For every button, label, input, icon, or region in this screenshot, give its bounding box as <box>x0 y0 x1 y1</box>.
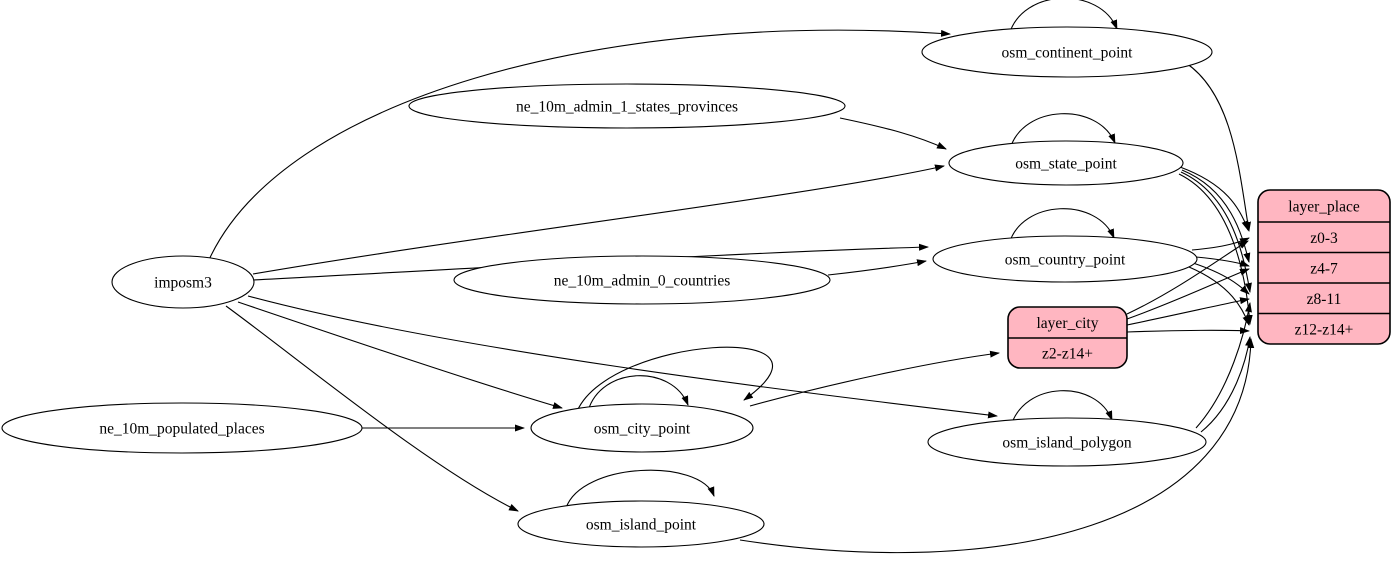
node-imposm3: imposm3 <box>111 255 255 309</box>
edge-layer_city-to-layer_place-z0-3 <box>1126 240 1249 315</box>
node-ne_10m_admin_0_countries: ne_10m_admin_0_countries <box>453 255 831 305</box>
edge-osm_country_point-to-layer_place-z8-11 <box>1192 262 1250 295</box>
node-shape-osm_island_polygon <box>927 417 1207 467</box>
edge-osm_island_polygon-to-layer_place-z12-z14+ <box>1200 336 1253 433</box>
node-shape-ne_10m_admin_1_states_provinces <box>408 83 846 129</box>
node-label-imposm3: imposm3 <box>154 275 212 292</box>
edge-osm_country_point-to-layer_place-z12-z14+ <box>1188 266 1250 326</box>
node-label-osm_country_point: osm_country_point <box>1005 252 1126 269</box>
node-osm_island_polygon: osm_island_polygon <box>927 417 1207 467</box>
record-header-layer_place: layer_place <box>1288 199 1360 216</box>
record-layer_city: layer_city z2-z14+ <box>1007 306 1128 369</box>
edge-imposm3-to-osm_island_polygon <box>247 295 998 419</box>
node-label-osm_state_point: osm_state_point <box>1015 156 1117 173</box>
record-row-layer_city-z2-z14+: z2-z14+ <box>1042 346 1093 363</box>
edge-osm_island_point-to-layer_place-z12-z14+ <box>739 338 1255 554</box>
edge-layer_city-to-layer_place-z8-11 <box>1126 297 1250 326</box>
edge-imposm3-to-osm_island_point <box>225 305 519 512</box>
node-osm_country_point: osm_country_point <box>932 235 1198 283</box>
record-header-layer_city: layer_city <box>1037 315 1099 332</box>
node-label-ne_10m_admin_1_states_provinces: ne_10m_admin_1_states_provinces <box>516 99 738 116</box>
self-loop-osm_city_point <box>587 375 689 412</box>
records-layer: layer_place z0-3 z4-7 z8-11 z12-z14+ layer_ci… <box>1007 189 1391 369</box>
node-label-osm_continent_point: osm_continent_point <box>1002 45 1134 62</box>
node-osm_state_point: osm_state_point <box>948 140 1184 186</box>
edge-ne_10m_admin_1_states_provinces-to-osm_state_point <box>839 117 947 150</box>
edge-imposm3-to-osm_city_point <box>237 301 563 409</box>
self-loop-osm_island_polygon <box>1010 390 1113 427</box>
edge-layer_city-to-layer_place-z12-z14+ <box>1126 327 1250 335</box>
self-loop-osm_island_point <box>565 469 715 509</box>
edge-osm_island_polygon-to-layer_place-z8-11 <box>1195 302 1252 429</box>
record-row-layer_place-z8-11: z8-11 <box>1307 291 1342 308</box>
self-loop-osm_country_point <box>1008 208 1115 245</box>
edge-imposm3-to-osm_continent_point <box>207 29 951 263</box>
self-loop-osm_continent_point <box>1008 0 1118 36</box>
self-loop-osm_city_point-2 <box>575 346 774 415</box>
node-shape-osm_state_point <box>948 140 1184 186</box>
node-label-osm_city_point: osm_city_point <box>594 421 691 438</box>
nodes-layer: imposm3 ne_10m_admin_1_states_provincesne… <box>1 26 1213 548</box>
node-shape-imposm3 <box>111 255 255 309</box>
record-row-layer_place-z12-z14+: z12-z14+ <box>1295 321 1354 338</box>
edge-osm_country_point-to-layer_place-z0-3 <box>1191 237 1250 251</box>
node-shape-osm_country_point <box>932 235 1198 283</box>
node-shape-ne_10m_populated_places <box>1 402 363 454</box>
node-osm_continent_point: osm_continent_point <box>921 26 1213 78</box>
edge-osm_state_point-to-layer_place-z4-7 <box>1181 169 1251 263</box>
edge-osm_city_point-to-layer_city-z2-z14+ <box>749 350 1000 407</box>
node-osm_island_point: osm_island_point <box>517 500 765 548</box>
edge-layer_city-to-layer_place-z4-7 <box>1126 268 1250 320</box>
edge-imposm3-to-osm_state_point <box>252 164 945 275</box>
record-row-layer_place-z0-3: z0-3 <box>1310 230 1338 247</box>
node-label-osm_island_point: osm_island_point <box>586 517 697 534</box>
edge-osm_state_point-to-layer_place-z8-11 <box>1180 171 1252 293</box>
node-shape-osm_city_point <box>530 403 754 453</box>
edges-layer <box>207 0 1255 554</box>
node-label-ne_10m_populated_places: ne_10m_populated_places <box>99 421 264 438</box>
record-layer_place: layer_place z0-3 z4-7 z8-11 z12-z14+ <box>1257 189 1391 345</box>
record-row-layer_place-z4-7: z4-7 <box>1310 260 1338 277</box>
edge-osm_state_point-to-layer_place-z0-3 <box>1179 166 1249 231</box>
node-label-ne_10m_admin_0_countries: ne_10m_admin_0_countries <box>554 273 731 290</box>
node-shape-ne_10m_admin_0_countries <box>453 255 831 305</box>
node-ne_10m_populated_places: ne_10m_populated_places <box>1 402 363 454</box>
node-osm_city_point: osm_city_point <box>530 403 754 453</box>
node-label-osm_island_polygon: osm_island_polygon <box>1002 435 1131 452</box>
edge-ne_10m_admin_0_countries-to-osm_country_point <box>827 259 927 276</box>
node-shape-osm_continent_point <box>921 26 1213 78</box>
self-loop-osm_state_point <box>1009 113 1116 150</box>
record-shape-layer_place <box>1257 189 1391 345</box>
node-shape-osm_island_point <box>517 500 765 548</box>
edge-osm_continent_point-to-layer_place-z0-3 <box>1185 62 1251 232</box>
edge-osm_country_point-to-layer_place-z4-7 <box>1195 256 1250 267</box>
node-ne_10m_admin_1_states_provinces: ne_10m_admin_1_states_provinces <box>408 83 846 129</box>
